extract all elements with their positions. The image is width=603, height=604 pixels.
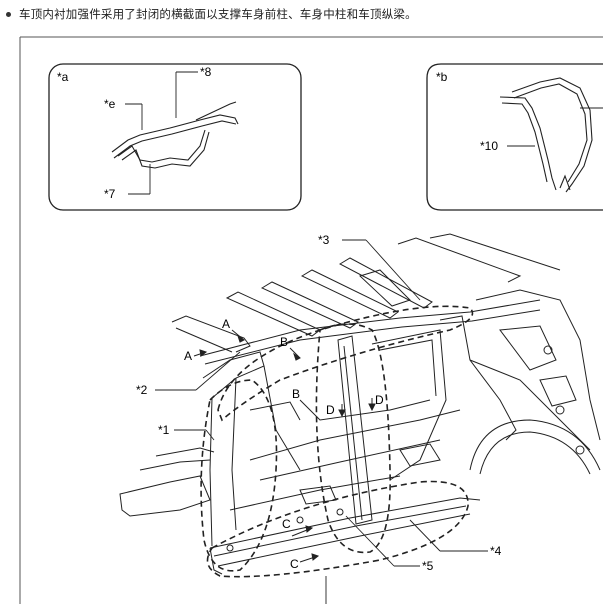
bullet-icon xyxy=(6,11,11,17)
loop-rocker xyxy=(206,480,469,578)
callout-3: *3 xyxy=(318,233,330,247)
section-markers: A A B B C C D D xyxy=(184,317,384,571)
loop-b-pillar xyxy=(315,323,391,554)
callout-5: *5 xyxy=(422,559,434,573)
callout-7: *7 xyxy=(104,187,116,201)
callout-2: *2 xyxy=(136,383,148,397)
inset-a-label: *a xyxy=(57,70,69,84)
marker-b-2: B xyxy=(292,387,300,401)
callout-4: *4 xyxy=(490,544,502,558)
callout-10: *10 xyxy=(480,139,498,153)
inset-b: *b *10 xyxy=(426,63,603,211)
marker-a-1: A xyxy=(222,317,230,331)
highlight-loops xyxy=(200,305,474,578)
inset-a: *a *8 *e *7 xyxy=(48,63,302,211)
callout-8: *8 xyxy=(200,65,212,79)
marker-a-2: A xyxy=(184,349,192,363)
inset-b-label: *b xyxy=(436,70,448,84)
marker-d-2: D xyxy=(375,393,384,407)
marker-d-1: D xyxy=(326,403,335,417)
vehicle-body-drawing xyxy=(119,233,601,575)
loop-a-pillar xyxy=(200,379,278,572)
marker-c-2: C xyxy=(290,557,299,571)
description-line: 车顶内衬加强件采用了封闭的横截面以支撑车身前柱、车身中柱和车顶纵梁。 xyxy=(6,4,417,24)
marker-c-1: C xyxy=(282,517,291,531)
callout-1: *1 xyxy=(158,423,170,437)
callout-leaders xyxy=(155,239,488,604)
loop-roof-rail xyxy=(217,305,474,422)
callout-e: *e xyxy=(104,97,116,111)
description-text: 车顶内衬加强件采用了封闭的横截面以支撑车身前柱、车身中柱和车顶纵梁。 xyxy=(19,7,417,21)
marker-b-1: B xyxy=(280,335,288,349)
